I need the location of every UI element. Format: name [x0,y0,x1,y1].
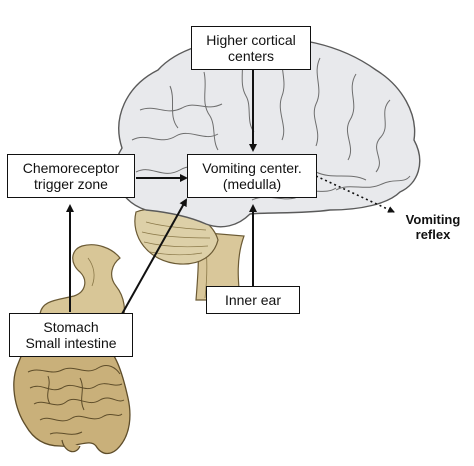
chemoreceptor-line2: trigger zone [34,176,108,192]
vomiting-center-box: Vomiting center. (medulla) [187,154,317,198]
inner-ear-label: Inner ear [224,292,282,308]
arrow-vomiting-reflex [315,175,395,213]
inner-ear-box: Inner ear [206,286,300,314]
intestines [13,353,131,455]
stomach-small-intestine-box: Stomach Small intestine [9,313,133,357]
higher-cortical-line2: centers [228,48,274,64]
stomach-line2: Small intestine [25,335,117,351]
chemoreceptor-line1: Chemoreceptor [22,160,120,176]
vomiting-reflex-line1: Vomiting [405,212,461,227]
higher-cortical-line1: Higher cortical [206,32,296,48]
stomach-line1: Stomach [43,319,99,335]
arrow-stomach-to-vomiting [121,198,187,315]
vomiting-reflex-label: Vomiting reflex [398,212,468,242]
chemoreceptor-trigger-zone-box: Chemoreceptor trigger zone [7,154,135,198]
vomiting-center-line2: (medulla) [222,176,282,192]
vomiting-reflex-line2: reflex [415,227,451,242]
vomiting-center-line1: Vomiting center. [202,160,302,176]
higher-cortical-centers-box: Higher cortical centers [191,26,311,70]
